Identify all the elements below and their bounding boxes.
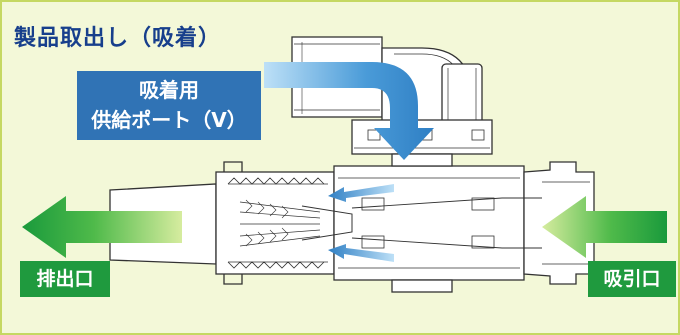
supply-port-label-line2: 供給ポート（V） xyxy=(91,108,247,132)
diagram-title: 製品取出し（吸着） xyxy=(14,26,222,51)
suction-port-label: 吸引口 xyxy=(588,261,676,297)
suction-flow-arrow xyxy=(542,196,667,258)
inner-flow-arrow-bottom xyxy=(328,244,394,262)
exhaust-nut xyxy=(215,171,335,275)
supply-flow-arrow xyxy=(264,62,434,160)
supply-port-label: 吸着用 供給ポート（V） xyxy=(77,71,261,140)
exhaust-flow-arrow xyxy=(22,196,182,258)
inner-flow-arrow-top xyxy=(328,184,394,202)
ejector-body xyxy=(109,153,595,293)
supply-port-label-line1: 吸着用 xyxy=(139,78,199,102)
center-housing xyxy=(333,165,525,281)
exhaust-port-label: 排出口 xyxy=(20,261,110,297)
